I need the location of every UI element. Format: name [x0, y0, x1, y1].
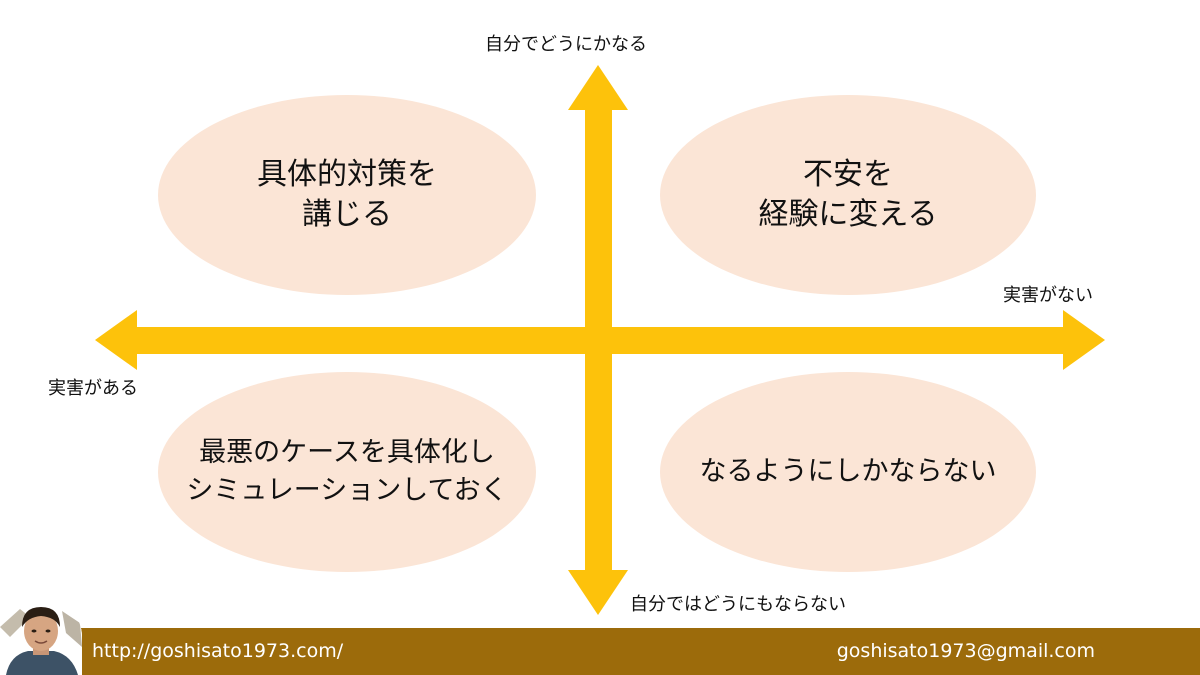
bottom-arrow-head [568, 570, 628, 615]
vertical-axis [585, 100, 612, 580]
footer-url-link[interactable]: http://goshisato1973.com/ [92, 640, 344, 662]
axis-label-left: 実害がある [48, 378, 138, 399]
axis-label-right: 実害がない [1003, 285, 1093, 306]
axis-label-top: 自分でどうにかなる [485, 34, 647, 55]
quadrant-text-line: 講じる [302, 197, 392, 232]
left-arrow-head [95, 310, 137, 370]
axis-label-bottom: 自分ではどうにもならない [630, 594, 846, 615]
quadrant-top-left: 具体的対策を 講じる [158, 95, 536, 295]
quadrant-text-line: なるようにしかならない [699, 456, 997, 487]
quadrant-top-right: 不安を 経験に変える [660, 95, 1036, 295]
footer-bar: http://goshisato1973.com/ goshisato1973@… [0, 628, 1200, 675]
person-photo-icon [0, 597, 82, 675]
quadrant-text-line: シミュレーションしておく [186, 475, 508, 506]
right-arrow-head [1063, 310, 1105, 370]
quadrant-bottom-left: 最悪のケースを具体化し シミュレーションしておく [158, 372, 536, 572]
quadrant-text-line: 経験に変える [758, 197, 938, 232]
footer-email-link[interactable]: goshisato1973@gmail.com [836, 640, 1095, 662]
quadrant-text-line: 不安を [803, 157, 893, 192]
quadrant-bottom-right: なるようにしかならない [660, 372, 1036, 572]
quadrant-text-line: 具体的対策を [257, 157, 437, 192]
top-arrow-head [568, 65, 628, 110]
quadrant-text-line: 最悪のケースを具体化し [199, 437, 495, 468]
avatar [0, 597, 82, 675]
